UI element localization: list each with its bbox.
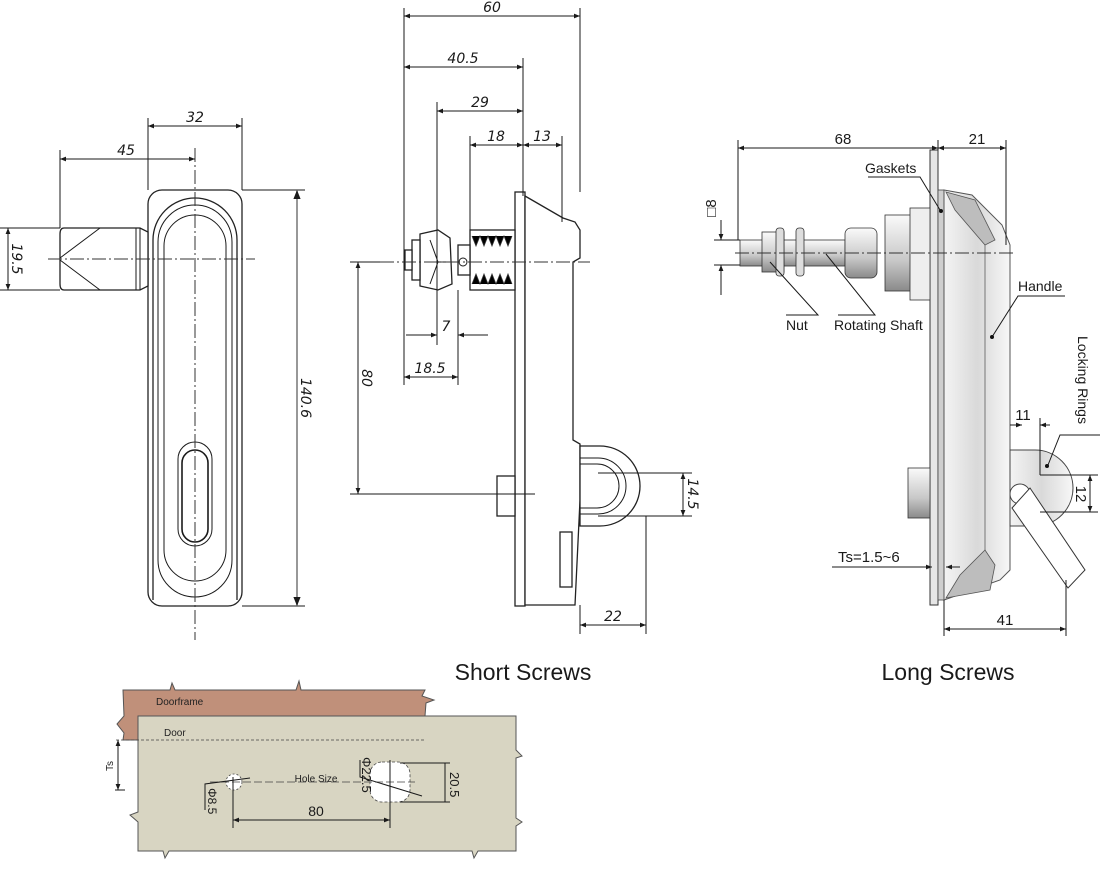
dim-hole-80: 80 [308, 803, 324, 819]
dim-14-5: 14.5 [684, 478, 700, 509]
dim-40-5: 40.5 [447, 51, 478, 67]
dim-80: 80 [358, 369, 374, 387]
dim-20-5: 20.5 [447, 772, 462, 797]
doorframe [116, 679, 436, 741]
dim-21: 21 [969, 131, 986, 148]
dim-140-6: 140.6 [297, 378, 313, 418]
dim-square-8: □8 [703, 199, 720, 216]
doorframe-label: Doorframe [156, 697, 204, 708]
dim-41: 41 [997, 612, 1014, 629]
dim-29: 29 [471, 95, 489, 111]
dim-22: 22 [604, 609, 622, 625]
long-screws-caption: Long Screws [882, 659, 1015, 685]
dim-dia-22-5: Φ22.5 [359, 757, 374, 793]
dim-19-5: 19.5 [8, 243, 24, 274]
handle-grip-outline [157, 204, 233, 598]
dim-18: 18 [487, 129, 505, 145]
dim-dia-8-5: Φ8.5 [205, 788, 219, 815]
dim-13: 13 [533, 129, 551, 145]
dim-ts-range: Ts=1.5~6 [838, 549, 900, 566]
handle-grip-inner [163, 214, 227, 582]
handle-body [943, 189, 1011, 601]
dim-18-5: 18.5 [414, 361, 445, 377]
long-screws-view: 68 21 □8 Gaskets Nut Rotating Shaft Hand… [703, 131, 1100, 685]
hole-diagram: Doorframe Door Ts Hole Size 80 Φ22.5 20.… [105, 679, 523, 860]
keyhole-inner [181, 449, 209, 543]
dim-68: 68 [835, 131, 852, 148]
handle-side-profile [524, 194, 581, 606]
front-view: 32 45 19.5 140.6 [0, 110, 313, 640]
dim-32: 32 [186, 110, 204, 126]
door [129, 715, 523, 860]
short-screws-view: 60 40.5 29 18 13 7 18.5 80 14.5 22 [350, 0, 700, 685]
gasket-plate [929, 149, 939, 606]
hole-size-label: Hole Size [295, 774, 338, 785]
short-screws-caption: Short Screws [455, 659, 592, 685]
callout-rotating-shaft: Rotating Shaft [834, 317, 923, 333]
callout-handle: Handle [1018, 278, 1063, 294]
dim-60: 60 [483, 0, 501, 16]
ts-label: Ts [105, 761, 116, 771]
dim-11: 11 [1015, 407, 1031, 424]
screw-head [496, 475, 516, 517]
door-label: Door [164, 728, 186, 739]
callout-gaskets: Gaskets [865, 160, 916, 176]
locking-ring [579, 445, 641, 527]
dim-12: 12 [1072, 486, 1089, 503]
dim-45: 45 [117, 143, 135, 159]
dim-7: 7 [442, 319, 451, 335]
mounting-plate [514, 191, 526, 607]
callout-nut: Nut [786, 317, 808, 333]
hex-nut [419, 229, 453, 291]
callout-locking-rings: Locking Rings [1075, 336, 1091, 424]
